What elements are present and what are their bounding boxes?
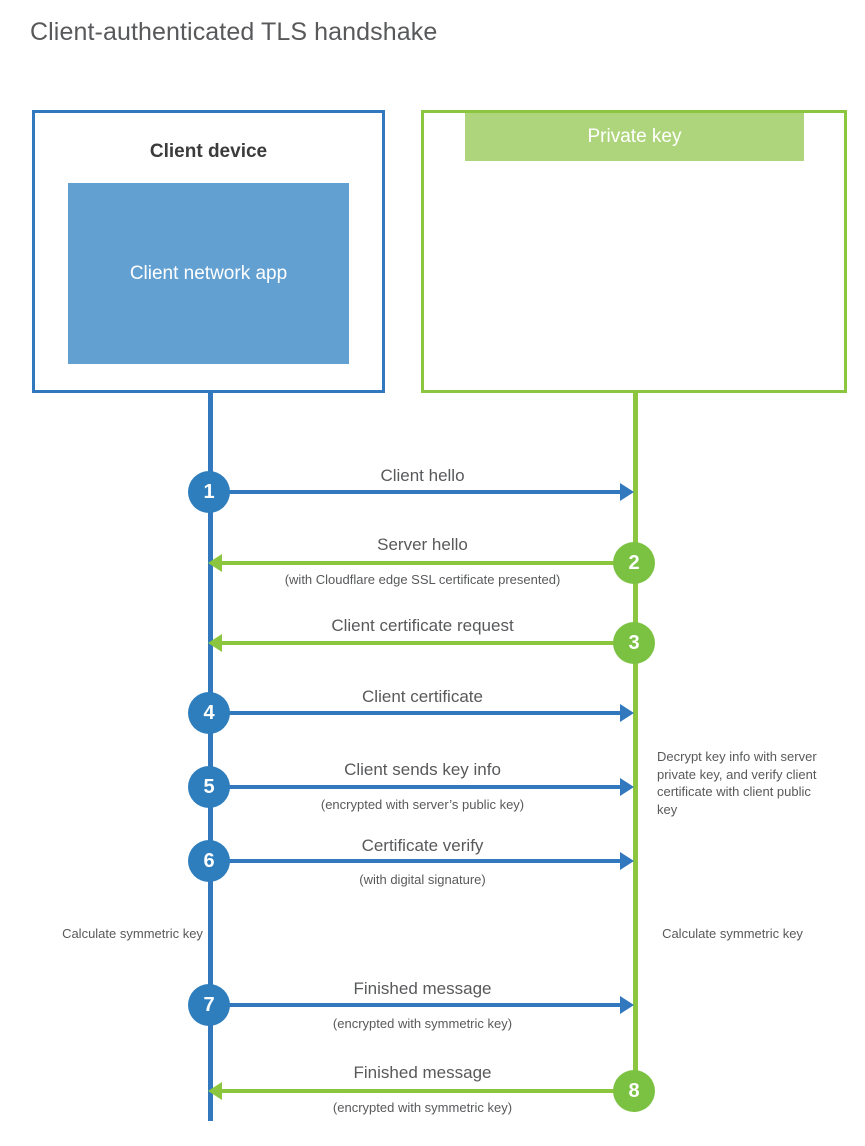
step-7-label: Finished message <box>353 979 492 998</box>
step-2-label: Server hello <box>377 535 468 554</box>
client-device-box: Client device Client network app <box>32 110 385 393</box>
client-calculate-symmetric-key-note: Calculate symmetric key <box>62 926 203 941</box>
page-title: Client-authenticated TLS handshake <box>30 18 438 46</box>
step-1-arrow-line <box>210 490 620 494</box>
step-5-label: Client sends key info <box>344 760 501 779</box>
step-4-arrow-line <box>210 711 620 715</box>
step-8-sublabel: (encrypted with symmetric key) <box>332 1100 513 1115</box>
client-device-title: Client device <box>149 141 268 162</box>
step-7-badge[interactable]: 7 <box>188 984 230 1026</box>
step-8-arrow-line <box>222 1089 634 1093</box>
server-decrypt-note: Decrypt key info with server private key… <box>657 749 817 817</box>
step-8-badge[interactable]: 8 <box>613 1070 655 1112</box>
step-3-label: Client certificate request <box>331 616 514 635</box>
client-network-app-panel: Client network app <box>68 183 349 364</box>
step-8-label: Finished message <box>353 1063 492 1082</box>
step-2-sublabel: (with Cloudflare edge SSL certificate pr… <box>284 572 561 587</box>
step-5-badge[interactable]: 5 <box>188 766 230 808</box>
step-6-badge[interactable]: 6 <box>188 840 230 882</box>
server-lifeline <box>633 390 638 1093</box>
step-2-badge[interactable]: 2 <box>613 542 655 584</box>
step-5-sublabel: (encrypted with server’s public key) <box>320 797 525 812</box>
step-4-arrow-head <box>620 704 634 722</box>
step-7-sublabel: (encrypted with symmetric key) <box>332 1016 513 1031</box>
step-5-arrow-line <box>210 785 620 789</box>
step-7-arrow-head <box>620 996 634 1014</box>
server-calculate-symmetric-key-note: Calculate symmetric key <box>662 926 803 941</box>
step-1-arrow-head <box>620 483 634 501</box>
step-6-label: Certificate verify <box>361 836 484 855</box>
step-7-arrow-line <box>210 1003 620 1007</box>
private-key-bar: Private key <box>465 113 804 161</box>
step-8-arrow-head <box>208 1082 222 1100</box>
client-lifeline <box>208 390 213 1121</box>
step-3-arrow-head <box>208 634 222 652</box>
step-4-label: Client certificate <box>362 687 483 706</box>
step-1-badge[interactable]: 1 <box>188 471 230 513</box>
step-3-badge[interactable]: 3 <box>613 622 655 664</box>
step-6-sublabel: (with digital signature) <box>359 872 486 887</box>
step-2-arrow-line <box>222 561 634 565</box>
step-6-arrow-head <box>620 852 634 870</box>
step-1-label: Client hello <box>380 466 465 485</box>
step-4-badge[interactable]: 4 <box>188 692 230 734</box>
secure-session-server-box: Secure session server Secure session mod… <box>421 110 847 393</box>
step-3-arrow-line <box>222 641 634 645</box>
step-6-arrow-line <box>210 859 620 863</box>
step-5-arrow-head <box>620 778 634 796</box>
step-2-arrow-head <box>208 554 222 572</box>
